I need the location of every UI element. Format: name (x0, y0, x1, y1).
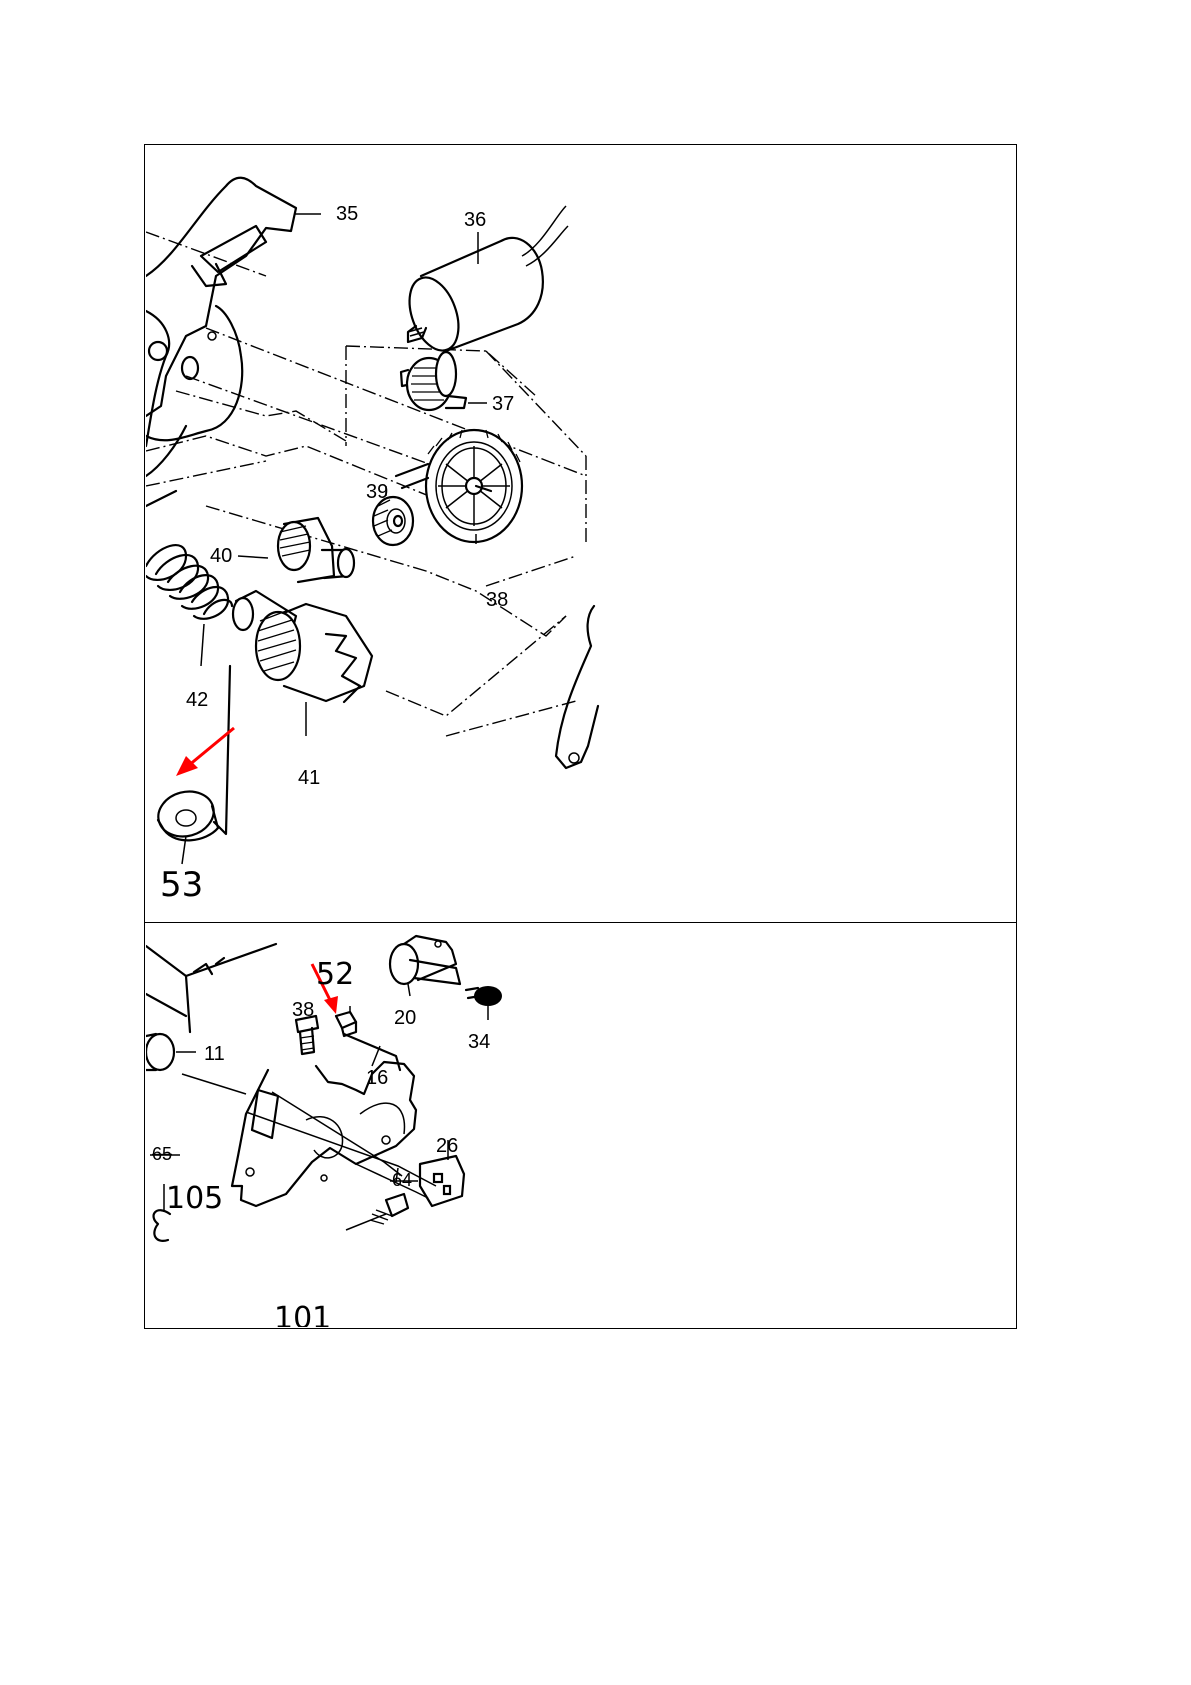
bracket-right (556, 606, 598, 768)
shaft-part-20 (390, 936, 460, 984)
callout-35: 35 (336, 203, 358, 225)
bracket-assembly-diagram: 38 20 34 16 11 26 52 105 101 65 64 (146, 924, 1015, 1327)
top-plate (146, 944, 276, 1032)
gear-part-37 (401, 352, 466, 410)
screw-part-101 (370, 1194, 408, 1224)
bracket-plate-part-16 (232, 1034, 416, 1206)
callout-37: 37 (492, 393, 514, 415)
callout-34: 34 (468, 1031, 490, 1053)
clutch-part-41 (233, 591, 372, 702)
handwritten-callout-101: 101 (274, 1301, 331, 1327)
handwritten-callout-105: 105 (166, 1181, 223, 1216)
housing-part-35 (146, 178, 296, 506)
callout-11: 11 (204, 1043, 225, 1065)
struck-callout-64: 64 (392, 1170, 412, 1190)
handwritten-callout-52: 52 (316, 957, 354, 992)
callout-41: 41 (298, 767, 320, 789)
callout-26: 26 (436, 1135, 458, 1157)
callout-36: 36 (464, 209, 486, 231)
highlight-arrow-top (176, 728, 234, 776)
callout-16: 16 (366, 1067, 388, 1089)
panel-divider (144, 922, 1017, 923)
callout-b38: 38 (292, 999, 314, 1021)
callout-40: 40 (210, 545, 232, 567)
wheel-gear-part-38 (396, 430, 522, 542)
callout-39: 39 (366, 481, 388, 503)
spring-part-34 (466, 986, 502, 1006)
gear-part-40 (278, 518, 354, 582)
exploded-gear-diagram: 35 36 37 39 40 38 42 41 53 (146, 146, 1015, 920)
gear-part-39 (373, 497, 413, 545)
callout-38: 38 (486, 589, 508, 611)
callout-42: 42 (186, 689, 208, 711)
clip-part-52 (336, 1012, 356, 1036)
struck-callout-65: 65 (152, 1144, 172, 1164)
pin-part-38 (296, 1016, 318, 1054)
handwritten-callout-53: 53 (160, 865, 203, 905)
callout-20: 20 (394, 1007, 416, 1029)
roller-part-11 (146, 1034, 174, 1070)
